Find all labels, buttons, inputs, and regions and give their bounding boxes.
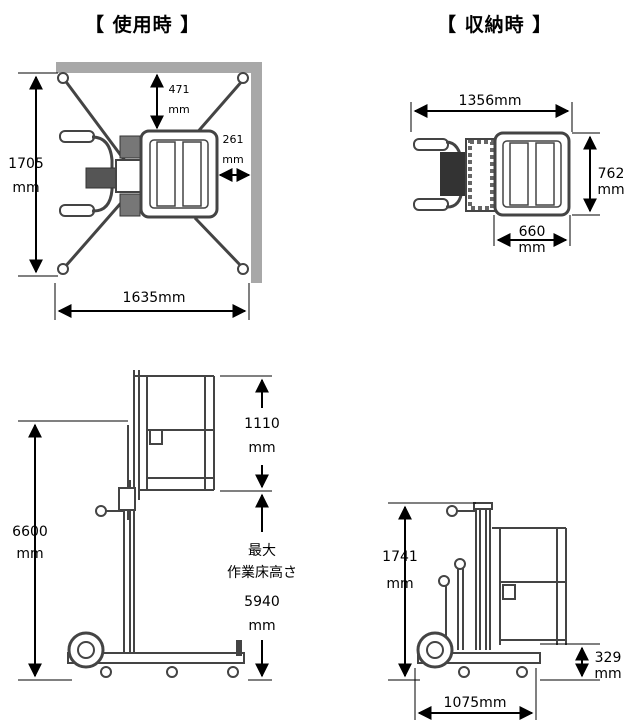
heading-stored: 【 収納時 】 (437, 14, 553, 36)
stored-side-view (388, 502, 600, 720)
front-clearance-value: 471 (168, 83, 190, 96)
rail-height-unit: mm (248, 440, 276, 456)
in-use-height-value: 1705 (8, 156, 44, 172)
platform-width-value: 660 (518, 224, 546, 240)
floor-height-unit: mm (248, 618, 276, 634)
stored-floor-unit: mm (594, 666, 622, 682)
in-use-height-unit: mm (12, 180, 40, 196)
rail-height-value: 1110 (244, 416, 280, 432)
stored-height-unit: mm (386, 576, 414, 592)
floor-caption-line2: 作業床高さ (227, 565, 297, 581)
total-height-unit: mm (16, 546, 44, 562)
stored-depth-value: 762 (597, 166, 625, 182)
front-clearance-unit: mm (168, 103, 190, 116)
side-clearance-value: 261 (222, 133, 244, 146)
total-height-value: 6600 (12, 524, 48, 540)
stored-top-view (410, 102, 600, 247)
side-clearance-unit: mm (222, 153, 244, 166)
stored-length-side-label: 1075mm (443, 695, 507, 711)
heading-in-use: 【 使用時 】 (85, 14, 201, 36)
platform-width-unit: mm (518, 240, 546, 256)
stored-depth-unit: mm (597, 182, 625, 198)
stored-floor-value: 329 (594, 650, 622, 666)
in-use-top-view (18, 62, 262, 320)
stored-height-value: 1741 (382, 549, 418, 565)
stored-length-label: 1356mm (458, 93, 522, 109)
floor-caption-line1: 最大 (248, 543, 276, 559)
floor-height-value: 5940 (244, 594, 280, 610)
in-use-width-label: 1635mm (122, 290, 186, 306)
in-use-side-view (18, 370, 272, 681)
